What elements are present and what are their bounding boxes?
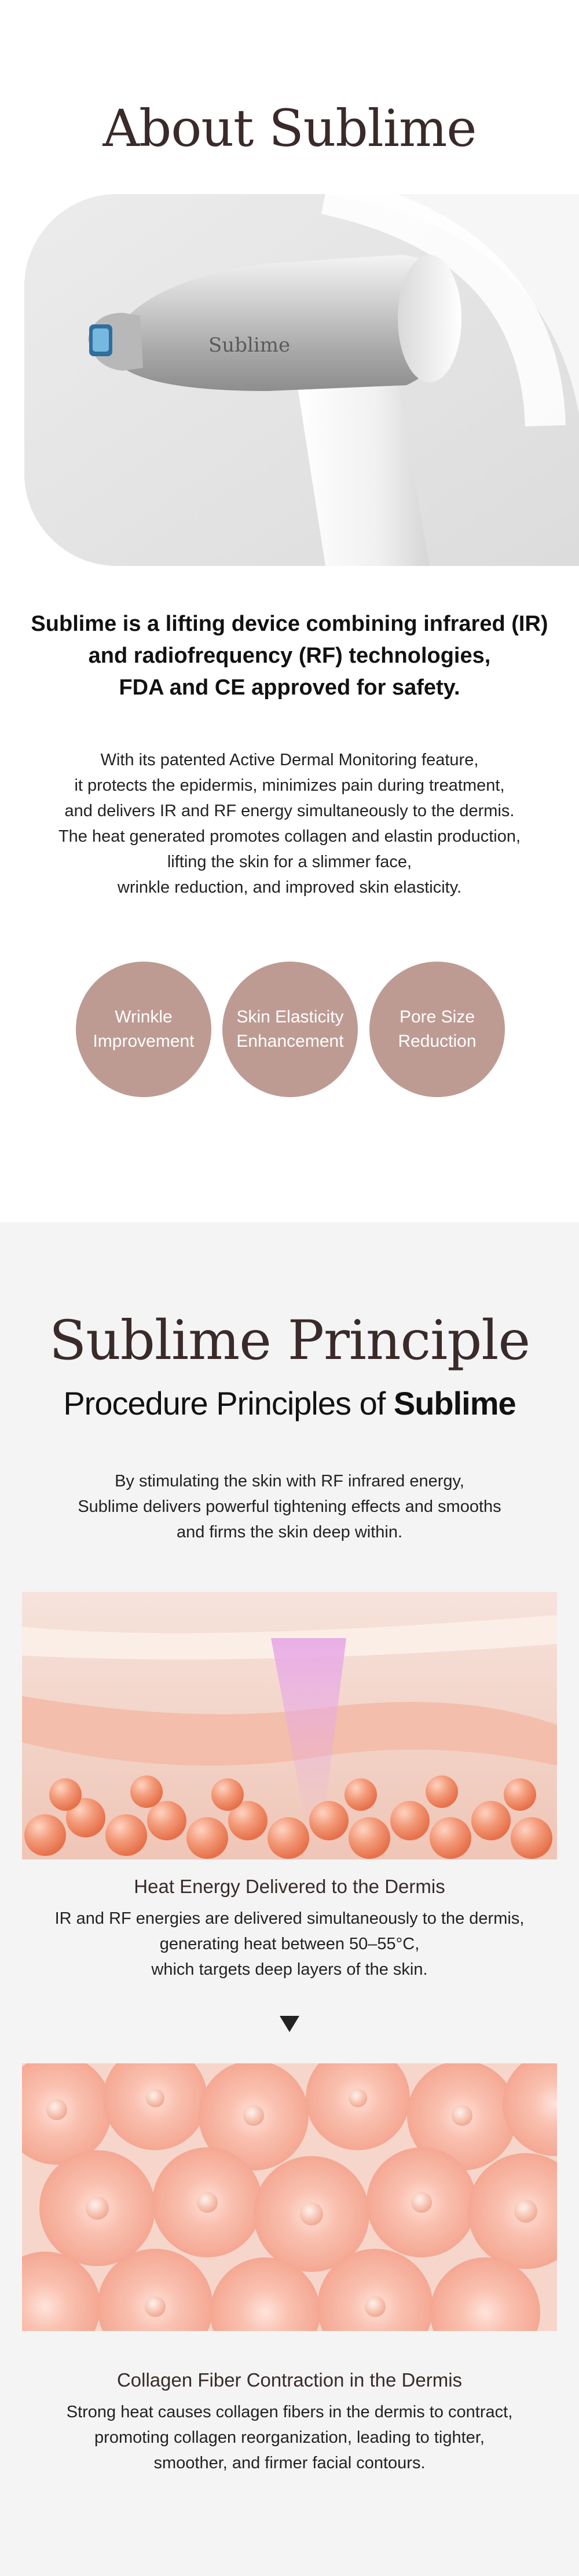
benefit-skin-elasticity: Skin Elasticity Enhancement	[222, 962, 358, 1097]
about-headline: Sublime is a lifting device combining in…	[31, 612, 548, 700]
step-1-text: IR and RF energies are delivered simulta…	[54, 1909, 525, 1979]
about-title-strong: Sublime	[269, 98, 477, 158]
principle-title-light: Principle	[287, 1309, 530, 1372]
principle-section	[0, 1222, 579, 2576]
heat-energy-image	[22, 1592, 557, 1859]
step-2-title: Collagen Fiber Contraction in the Dermis	[116, 2369, 463, 2391]
device-logo-text: Sublime	[208, 334, 290, 357]
down-arrow-icon	[280, 2016, 299, 2032]
collagen-cells-illustration	[22, 2063, 557, 2331]
principle-intro: By stimulating the skin with RF infrared…	[78, 1472, 501, 1541]
principle-title-strong: Sublime	[49, 1309, 272, 1372]
dermis-heat-illustration	[22, 1592, 557, 1859]
sublime-device-illustration: Sublime	[24, 194, 579, 566]
benefit-wrinkle-improvement: Wrinkle Improvement	[76, 962, 211, 1097]
about-description: With its patented Active Dermal Monitori…	[58, 751, 521, 897]
benefit-pore-size: Pore Size Reduction	[369, 962, 505, 1097]
principle-subtitle: Procedure Principles of Sublime	[63, 1385, 516, 1422]
about-title-light: About	[102, 98, 254, 158]
step-1-title: Heat Energy Delivered to the Dermis	[134, 1876, 445, 1897]
about-title: About Sublime	[0, 98, 579, 158]
principle-title: Sublime Principle	[0, 1309, 579, 1372]
benefit-circles: Wrinkle Improvement Skin Elasticity Enha…	[0, 962, 579, 1097]
about-section: About Sublime	[0, 0, 579, 1222]
collagen-image	[22, 2063, 557, 2331]
step-2-text: Strong heat causes collagen fibers in th…	[66, 2403, 513, 2472]
device-hero-image: Sublime	[24, 194, 579, 566]
